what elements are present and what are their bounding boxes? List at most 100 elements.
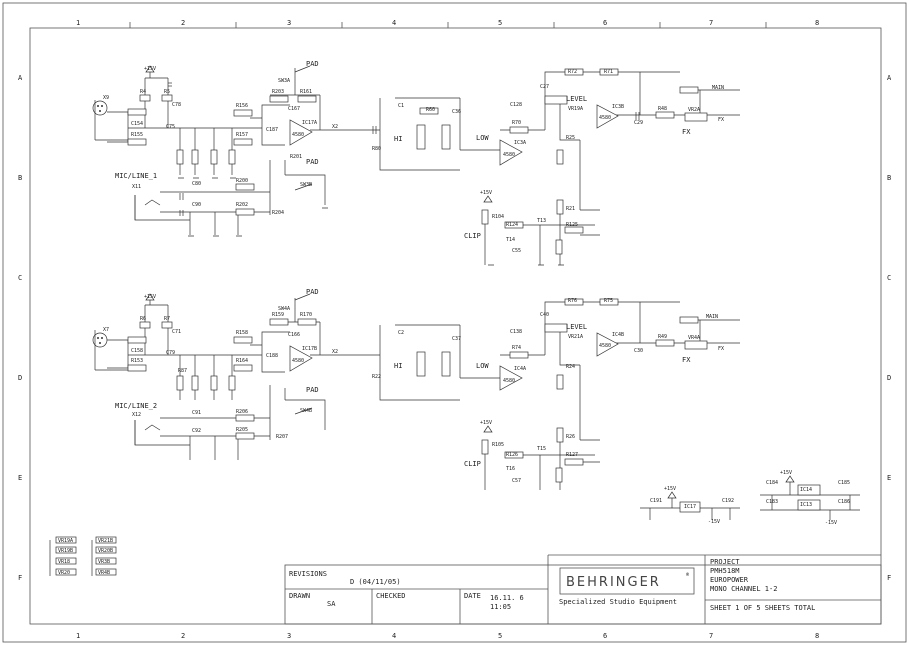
main-label: MAIN: [706, 314, 718, 320]
resistor: [504, 451, 524, 459]
resistor: [269, 318, 289, 326]
opamp-label: IC4B: [612, 332, 624, 338]
power-label: +15V: [780, 470, 792, 476]
connector-label: X12: [132, 412, 141, 418]
ref-label: R170: [300, 312, 312, 318]
col-label: 6: [603, 632, 607, 640]
resistor: [233, 138, 253, 146]
resistor: [233, 109, 253, 117]
ref-label: C191: [650, 498, 662, 504]
ref-label: R60: [426, 107, 435, 113]
ref-label: R48: [658, 106, 667, 112]
low-label: LOW: [476, 362, 489, 370]
opamp-type: 4580: [503, 378, 515, 384]
ref-label: C184: [766, 480, 778, 486]
resistor: [599, 68, 619, 76]
power-label: -15V: [708, 519, 720, 525]
resistor: [235, 208, 255, 216]
resistor: [235, 432, 255, 440]
resistor: [228, 149, 236, 165]
resistor: [161, 321, 173, 329]
jack-connector-1: [134, 195, 161, 220]
pot-fx-1: [684, 112, 708, 122]
resistor: [139, 94, 151, 102]
ref-label: R87: [178, 368, 187, 374]
ic14-power: [797, 484, 821, 496]
opamp-label: IC4A: [514, 366, 526, 372]
drawn-label: DRAWN: [289, 592, 310, 600]
resistor: [191, 149, 199, 165]
drawn-value: SA: [327, 600, 336, 608]
ref-label: R4: [140, 89, 146, 95]
col-label: 8: [815, 632, 819, 640]
resistor: [509, 351, 529, 359]
brand-logo: BEHRINGER: [566, 575, 661, 590]
ref-label: R72: [568, 69, 577, 75]
opamp-label: IC3A: [514, 140, 526, 146]
level-label: LEVEL: [566, 323, 587, 331]
legend-item: VR19A: [58, 538, 73, 544]
resistor: [599, 298, 619, 306]
row-label: D: [887, 374, 891, 382]
ref-label: R5: [164, 89, 170, 95]
ref-label: C187: [266, 127, 278, 133]
ref-label: C166: [288, 332, 300, 338]
resistor: [555, 239, 563, 255]
row-label: B: [887, 174, 891, 182]
ref-label: C92: [192, 428, 201, 434]
project-label: PROJECT: [710, 558, 740, 566]
supply-label: +15V: [480, 190, 492, 196]
checked-label: CHECKED: [376, 592, 406, 600]
resistor: [191, 375, 199, 391]
date-label: DATE: [464, 592, 481, 600]
fx-label: FX: [682, 128, 691, 136]
resistor: [504, 221, 524, 229]
col-label: 5: [498, 632, 502, 640]
col-label: 4: [392, 632, 396, 640]
ref-label: C79: [166, 350, 175, 356]
resistor: [176, 149, 184, 165]
fx-label: FX: [682, 356, 691, 364]
opamp-ic17b: [289, 345, 313, 372]
ref-label: R49: [658, 334, 667, 340]
ref-label: R25: [566, 135, 575, 141]
ref-label: X2: [332, 124, 338, 130]
pot-fx-2: [684, 340, 708, 350]
ref-label: R158: [236, 330, 248, 336]
ref-label: R125: [566, 222, 578, 228]
ic17-power: [679, 501, 701, 513]
col-label: 1: [76, 632, 80, 640]
resistor: [228, 375, 236, 391]
resistor: [127, 336, 147, 344]
resistor: [210, 149, 218, 165]
ref-label: C167: [288, 106, 300, 112]
power-section: +15V -15V +15V -15V C191 C192 IC17 C184 …: [640, 470, 860, 526]
ref-label: R104: [492, 214, 504, 220]
title-block: REVISIONS D (04/11/05) DRAWN SA CHECKED …: [284, 554, 882, 625]
opamp-type: 4580: [599, 343, 611, 349]
ref-label: R156: [236, 103, 248, 109]
supply-label: +15V: [144, 294, 156, 300]
ref-label: X2: [332, 349, 338, 355]
ref-label: C183: [766, 499, 778, 505]
opamp-type: 4580: [292, 132, 304, 138]
pot-legend: VR19A VR19B VR18 VR20 VR21B VR20B VR3B V…: [49, 536, 117, 576]
row-label: E: [18, 474, 22, 482]
opamp-label: IC17A: [302, 120, 317, 126]
opamp-ic4a: [499, 365, 523, 391]
resistor: [235, 183, 255, 191]
channel-2-circuit: X7 PAD: [92, 288, 740, 490]
hi-label: HI: [394, 135, 402, 143]
ref-label: R207: [276, 434, 288, 440]
ref-label: R75: [604, 298, 613, 304]
col-label: 2: [181, 19, 185, 27]
connector-label: X7: [103, 327, 109, 333]
low-label: LOW: [476, 134, 489, 142]
row-label: A: [887, 74, 892, 82]
resistor: [297, 95, 317, 103]
ref-label: R203: [272, 89, 284, 95]
ref-label: R76: [568, 298, 577, 304]
ref-label: R7: [164, 316, 170, 322]
power-label: -15V: [825, 520, 837, 526]
ref-label: R126: [506, 452, 518, 458]
